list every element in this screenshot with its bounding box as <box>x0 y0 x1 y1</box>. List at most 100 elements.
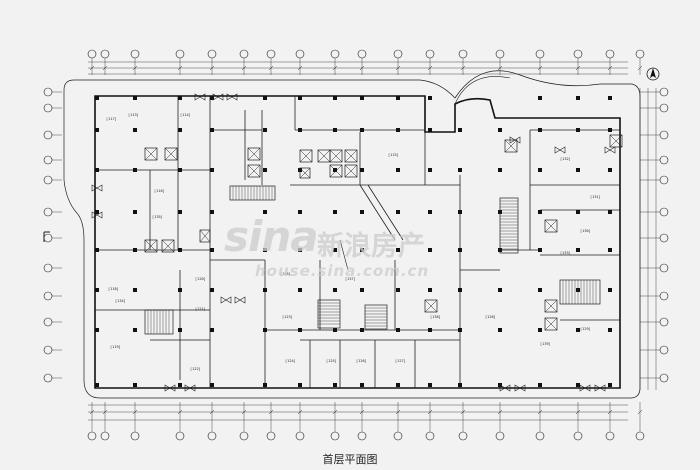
service-shaft <box>144 147 158 161</box>
grid-bubble-bottom <box>100 431 110 441</box>
structural-column <box>133 210 137 214</box>
structural-column <box>298 210 302 214</box>
grid-bubble-bottom <box>535 431 545 441</box>
room-label: [119] <box>110 345 121 349</box>
grid-bubble-right <box>659 175 669 185</box>
structural-column <box>576 328 580 332</box>
service-shaft-cross <box>299 167 311 179</box>
structural-column <box>498 288 502 292</box>
room-label: [116] <box>154 189 165 193</box>
structural-column <box>178 128 182 132</box>
door-symbol <box>184 384 196 392</box>
watermark-brand: 新浪房产 <box>317 231 425 262</box>
structural-column <box>396 210 400 214</box>
service-shaft-cross <box>504 139 518 153</box>
structural-column <box>458 210 462 214</box>
room-label: [117] <box>106 117 117 121</box>
service-shaft-cross <box>317 149 331 163</box>
structural-column <box>133 168 137 172</box>
structural-column <box>608 328 612 332</box>
door-symbol <box>499 384 511 392</box>
structural-column <box>538 288 542 292</box>
structural-column <box>133 383 137 387</box>
structural-column <box>133 128 137 132</box>
diagonal-walkway <box>359 184 396 241</box>
structural-column <box>360 328 364 332</box>
room-label: [126] <box>356 359 367 363</box>
structural-column <box>95 288 99 292</box>
structural-column <box>360 96 364 100</box>
grid-bubble-left <box>43 155 53 165</box>
service-shaft-cross <box>299 149 313 163</box>
door-symbol <box>91 184 103 192</box>
structural-column <box>498 168 502 172</box>
dimension-tick <box>241 65 247 71</box>
dimension-tick <box>209 409 215 415</box>
grid-bubble-bottom <box>425 431 435 441</box>
service-shaft <box>247 147 261 161</box>
structural-column <box>95 210 99 214</box>
structural-column <box>428 328 432 332</box>
grid-bubble-top <box>393 49 403 59</box>
service-shaft <box>544 317 558 331</box>
grid-bubble-top <box>295 49 305 59</box>
structural-column <box>133 96 137 100</box>
dimension-tick <box>359 409 365 415</box>
structural-column <box>298 383 302 387</box>
structural-column <box>263 168 267 172</box>
structural-column <box>458 383 462 387</box>
room-label: [123] <box>282 315 293 319</box>
service-shaft <box>164 147 178 161</box>
dimension-tick <box>460 65 466 71</box>
service-shaft-cross <box>329 149 343 163</box>
grid-bubble-left <box>43 87 53 97</box>
grid-bubble-bottom <box>175 431 185 441</box>
structural-column <box>210 96 214 100</box>
structural-column <box>210 128 214 132</box>
structural-column <box>210 383 214 387</box>
structural-column <box>178 328 182 332</box>
grid-bubble-left <box>43 207 53 217</box>
structural-column <box>538 383 542 387</box>
door-symbol <box>212 93 224 101</box>
grid-bubble-top <box>495 49 505 59</box>
structural-column <box>428 288 432 292</box>
structural-column <box>428 128 432 132</box>
grid-bubble-top <box>357 49 367 59</box>
structural-column <box>576 168 580 172</box>
dimension-tick <box>297 65 303 71</box>
structural-column <box>538 248 542 252</box>
structural-column <box>263 96 267 100</box>
structural-column <box>576 96 580 100</box>
plaza-curve <box>454 76 511 105</box>
dimension-tick <box>395 65 401 71</box>
grid-bubble-bottom <box>573 431 583 441</box>
room-label: [130] <box>580 229 591 233</box>
structural-column <box>458 328 462 332</box>
grid-bubble-bottom <box>295 431 305 441</box>
grid-bubble-bottom <box>393 431 403 441</box>
structural-column <box>538 210 542 214</box>
room-label: [114] <box>180 113 191 117</box>
grid-bubble-right <box>659 345 669 355</box>
grid-bubble-top <box>207 49 217 59</box>
grid-bubble-bottom <box>330 431 340 441</box>
structural-column <box>396 383 400 387</box>
structural-column <box>133 248 137 252</box>
dimension-tick <box>177 65 183 71</box>
structural-column <box>263 328 267 332</box>
structural-column <box>360 288 364 292</box>
structural-column <box>608 168 612 172</box>
stair-core <box>317 299 341 329</box>
room-label: [135] <box>152 215 163 219</box>
structural-column <box>95 383 99 387</box>
structural-column <box>396 248 400 252</box>
dimension-tick <box>332 409 338 415</box>
structural-column <box>210 168 214 172</box>
structural-column <box>333 288 337 292</box>
structural-column <box>298 248 302 252</box>
structural-column <box>576 248 580 252</box>
structural-column <box>178 210 182 214</box>
service-shaft-cross <box>344 164 358 178</box>
